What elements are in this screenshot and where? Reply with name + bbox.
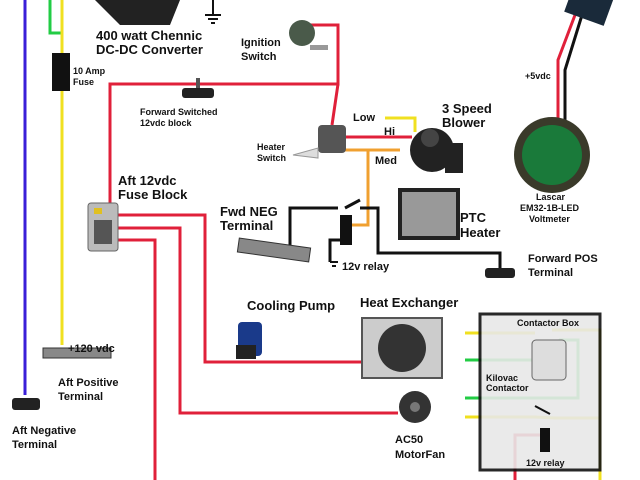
low-label: Low — [353, 112, 375, 124]
heat-exchanger-label: Heat Exchanger — [360, 295, 458, 310]
heat-exchanger[interactable] — [361, 317, 443, 379]
blower-label-1: 3 Speed — [442, 101, 492, 116]
aft-positive-label-2: Terminal — [58, 391, 103, 403]
ptc-label-2: Heater — [460, 225, 500, 240]
box-relay-label: 12v relay — [526, 458, 565, 468]
voltmeter-relay[interactable] — [564, 0, 614, 26]
converter-label-2: DC-DC Converter — [96, 42, 203, 57]
heater-switch[interactable] — [292, 125, 346, 159]
ptc-heater[interactable] — [398, 188, 460, 240]
aft-feed-wire — [118, 238, 157, 480]
relay-label: 12v relay — [342, 261, 390, 273]
voltmeter-label-3: Voltmeter — [529, 214, 570, 224]
ignition-label-2: Switch — [241, 51, 277, 63]
voltmeter-neg-wire — [563, 14, 584, 135]
fuse-label-1: 10 Amp — [73, 66, 106, 76]
green-wire — [48, 0, 62, 35]
fuse[interactable] — [52, 53, 70, 91]
fwd-neg-label-2: Terminal — [220, 218, 273, 233]
fan-label-1: AC50 — [395, 434, 423, 446]
switched-12v-wire — [108, 23, 340, 205]
cooling-pump[interactable] — [236, 322, 262, 359]
relay[interactable] — [330, 215, 352, 267]
motor-fan[interactable] — [399, 391, 431, 423]
kilovac-label-2: Contactor — [486, 383, 529, 393]
low-wire — [385, 116, 417, 132]
fan-wire — [118, 226, 398, 415]
pump-wire — [118, 213, 370, 364]
aft-fuse-block-label-2: Fuse Block — [118, 187, 188, 202]
forward-pos-label-2: Terminal — [528, 267, 573, 279]
contactor-box[interactable] — [478, 312, 602, 472]
aft-negative-terminal[interactable] — [12, 398, 40, 410]
fan-label-2: MotorFan — [395, 449, 445, 461]
voltmeter-pos-wire — [556, 14, 577, 135]
converter-label-1: 400 watt Chennic — [96, 28, 202, 43]
plus5-label: +5vdc — [525, 71, 551, 81]
fwd-neg-terminal[interactable] — [236, 237, 312, 263]
relay-ground-wire — [288, 198, 502, 268]
fuse-label-2: Fuse — [73, 77, 94, 87]
med-wire — [340, 148, 400, 227]
fuse-block[interactable] — [87, 202, 119, 252]
forward-switched-block[interactable] — [182, 78, 214, 98]
voltmeter-label-1: Lascar — [536, 192, 566, 202]
aft-negative-label-2: Terminal — [12, 439, 57, 451]
voltmeter-label-2: EM32-1B-LED — [520, 203, 580, 213]
dc-dc-converter[interactable] — [95, 0, 221, 25]
blower[interactable] — [410, 128, 463, 173]
forward-pos-terminal[interactable] — [485, 268, 515, 278]
med-label: Med — [375, 155, 397, 167]
contactor-box-label: Contactor Box — [517, 318, 579, 328]
kilovac-label-1: Kilovac — [486, 373, 518, 383]
forward-pos-label-1: Forward POS — [528, 253, 598, 265]
heater-switch-label-1: Heater — [257, 142, 286, 152]
plus120-label: +120 vdc — [68, 343, 115, 355]
ignition-switch[interactable] — [289, 20, 328, 50]
blower-label-2: Blower — [442, 115, 485, 130]
forward-switched-label-1: Forward Switched — [140, 107, 218, 117]
ignition-label-1: Ignition — [241, 37, 281, 49]
voltmeter[interactable] — [514, 117, 590, 193]
aft-fuse-block-label-1: Aft 12vdc — [118, 173, 177, 188]
forward-switched-label-2: 12vdc block — [140, 118, 193, 128]
aft-positive-terminal[interactable] — [42, 347, 112, 359]
hi-label: Hi — [384, 126, 395, 138]
heater-switch-label-2: Switch — [257, 153, 286, 163]
fwd-neg-label-1: Fwd NEG — [220, 204, 278, 219]
aft-positive-label-1: Aft Positive — [58, 377, 119, 389]
ptc-label-1: PTC — [460, 210, 487, 225]
aft-negative-label-1: Aft Negative — [12, 425, 76, 437]
cooling-pump-label: Cooling Pump — [247, 298, 335, 313]
